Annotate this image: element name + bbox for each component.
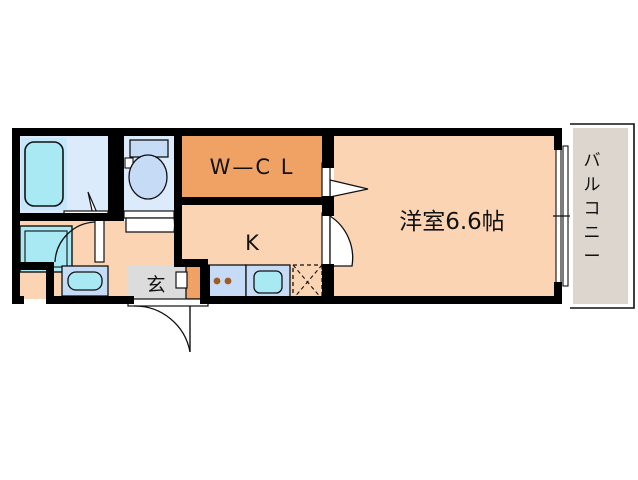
wall-kitchen-room-divider <box>322 264 334 304</box>
toilet-bowl-icon <box>128 154 168 200</box>
balcony-railing <box>570 123 635 309</box>
bathtub-icon <box>24 141 64 207</box>
wall-wcl-right-upper <box>322 128 334 168</box>
entrance-door-opening <box>127 298 209 307</box>
label-kitchen: K <box>245 231 260 255</box>
toilet-door-swing-icon <box>125 217 176 233</box>
refrigerator-space-diagonal <box>292 264 323 300</box>
wall-room-right-upper <box>554 128 562 150</box>
wall-bath-bottom <box>12 213 116 221</box>
wall-bottom-entrance-left <box>124 296 134 304</box>
label-entrance: 玄 <box>146 274 165 296</box>
label-balcony-char-3: ニ <box>584 223 601 243</box>
washroom-door-swing-icon <box>54 221 96 263</box>
wall-bottom-step-vertical <box>46 262 54 304</box>
stove-burner-icon <box>213 277 221 285</box>
wall-top <box>12 128 562 136</box>
washroom-door-leaf <box>94 217 105 263</box>
room-door-opening <box>321 212 331 270</box>
room-walk-in-closet-fill <box>182 133 322 197</box>
vanity-basin-icon <box>67 271 103 291</box>
wall-wcl-bottom <box>174 197 322 205</box>
wall-toilet-bottom-right <box>174 213 182 221</box>
wall-room-right-lower <box>554 282 562 304</box>
wall-wcl-right-lower <box>322 196 334 216</box>
wall-entrance-right <box>200 265 210 304</box>
room-labels: W—C L K 洋室6.6帖 玄 バ ル コ ニ ー <box>146 151 600 296</box>
walls <box>12 128 562 304</box>
entrance-door-swing-icon <box>133 305 191 353</box>
wall-wcl-left <box>174 128 182 205</box>
balcony-outline <box>570 123 635 309</box>
closet-door-opening <box>321 162 331 198</box>
wall-hall-right <box>174 221 182 267</box>
washing-machine-pan-inner <box>24 230 68 268</box>
wall-toilet-left <box>116 128 124 220</box>
toilet-door-opening <box>123 210 175 219</box>
balcony-inner-edge <box>570 128 573 304</box>
stove-burner-icon <box>224 277 232 285</box>
wall-bottom-washroom <box>46 296 130 304</box>
room-main-fill <box>334 133 558 299</box>
room-door-swing-icon <box>329 214 354 267</box>
shoe-cabinet-door-icon <box>175 271 188 289</box>
label-main-room: 洋室6.6帖 <box>399 209 505 235</box>
wall-toilet-bottom-left <box>116 213 124 221</box>
room-balcony-fill <box>570 128 628 304</box>
label-balcony-char-2: コ <box>584 199 601 219</box>
label-balcony-char-4: ー <box>584 247 601 267</box>
wall-genkan-top <box>174 259 208 267</box>
label-balcony-char-0: バ <box>584 151 601 171</box>
label-balcony-char-1: ル <box>584 175 601 195</box>
wall-bath-right <box>108 128 116 220</box>
label-walk-in-closet: W—C L <box>210 155 295 179</box>
fixtures <box>19 138 571 353</box>
shoe-cabinet-icon <box>185 264 203 300</box>
wall-bottom-step <box>12 262 54 270</box>
label-balcony: バ ル コ ニ ー <box>584 151 601 267</box>
wall-bottom-main <box>204 296 562 304</box>
kitchen-sink-icon <box>253 270 283 294</box>
